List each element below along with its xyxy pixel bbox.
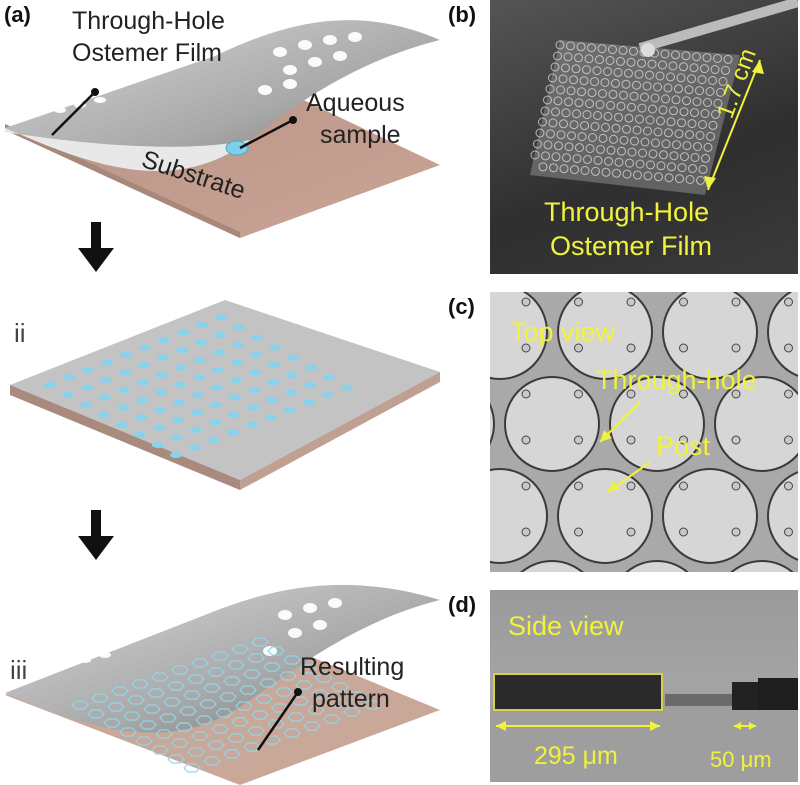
droplet-array [44, 314, 353, 458]
film-holes [54, 32, 362, 113]
panel-label-c: (c) [448, 294, 475, 319]
step-i-illustration [5, 20, 440, 238]
width-label-295: 295 μm [534, 742, 618, 770]
panel-label-d: (d) [448, 592, 477, 617]
aqueous-droplet [225, 140, 249, 156]
top-view-label: Top view [510, 317, 616, 347]
panel-label-b: (b) [448, 2, 477, 27]
post-label: Post [656, 431, 711, 461]
result-label-line1: Resulting [300, 653, 405, 681]
photo-panel-b: 1.7 cm Through-Hole Ostemer Film [490, 0, 798, 274]
micrograph-side-view: Side view 295 μm 50 μm [490, 590, 798, 782]
down-arrow-2 [78, 510, 114, 560]
step-label-ii: ii [14, 318, 26, 348]
dimension-arrow [707, 59, 761, 191]
film-label-line2: Ostemer Film [72, 39, 222, 67]
sample-label-line1: Aqueous [306, 89, 405, 117]
micrograph-top-view: Top view Through-hole Post [490, 292, 798, 572]
sample-label-line2: sample [320, 121, 401, 149]
step-iii-illustration [5, 584, 440, 785]
width-label-50: 50 μm [710, 747, 772, 772]
film-label-line1: Through-Hole [72, 7, 225, 35]
side-view-label: Side view [508, 611, 624, 641]
step-label-iii: iii [10, 655, 28, 685]
down-arrow-1 [78, 222, 114, 272]
result-label-line2: pattern [312, 685, 390, 713]
through-hole-label: Through-hole [596, 365, 757, 395]
film-sheet [5, 20, 440, 172]
film-underside [5, 128, 250, 172]
panel-label-a: (a) [4, 2, 31, 27]
hex-pattern [71, 637, 381, 773]
photo-film-line2: Ostemer Film [550, 231, 712, 261]
step-ii-illustration [10, 300, 440, 490]
substrate-edge [5, 124, 240, 238]
photo-film-line1: Through-Hole [544, 197, 710, 227]
